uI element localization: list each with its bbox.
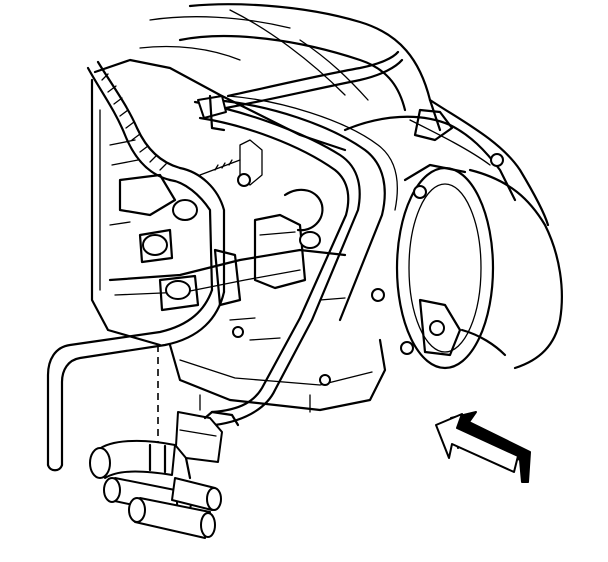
wiring-harness xyxy=(86,60,226,294)
bell-housing xyxy=(343,108,563,370)
transmission-body xyxy=(90,58,387,413)
transmission-case xyxy=(139,3,550,227)
cooler-lines xyxy=(193,50,404,427)
line-fittings xyxy=(89,410,240,539)
view-direction-arrow-icon xyxy=(435,411,531,483)
outlet-tube-left xyxy=(46,288,226,472)
